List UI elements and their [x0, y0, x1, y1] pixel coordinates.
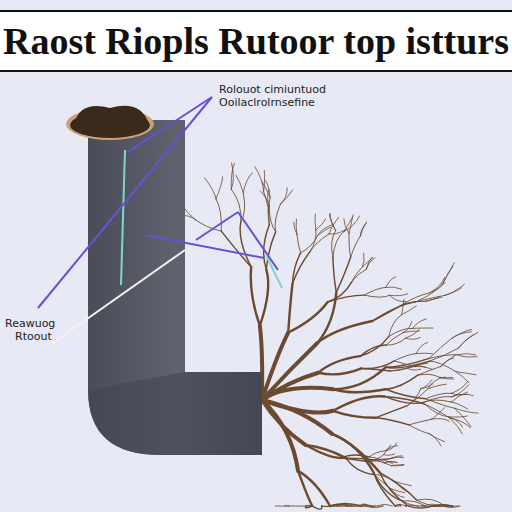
leader-line — [50, 250, 185, 345]
callout-label: Rolouot cimiuntuod — [218, 84, 327, 96]
leader-line — [145, 235, 264, 258]
leader-line — [196, 212, 238, 240]
leader-line — [238, 212, 278, 270]
pipe-elbow — [88, 372, 262, 455]
leader-line — [128, 97, 212, 152]
soil-top — [74, 106, 148, 124]
diagram-title: Raost Riopls Rutoor top istturs — [0, 10, 512, 72]
pipe-body — [88, 120, 262, 455]
callout-label: Rtoout — [14, 331, 53, 343]
callout-label: Reawuog — [4, 318, 56, 330]
callout-label: Ooilaclrolrnsefine — [218, 97, 316, 109]
tree-roots — [178, 163, 478, 509]
crack-line — [266, 255, 282, 288]
leader-line — [38, 97, 212, 308]
crack-line — [121, 150, 125, 285]
